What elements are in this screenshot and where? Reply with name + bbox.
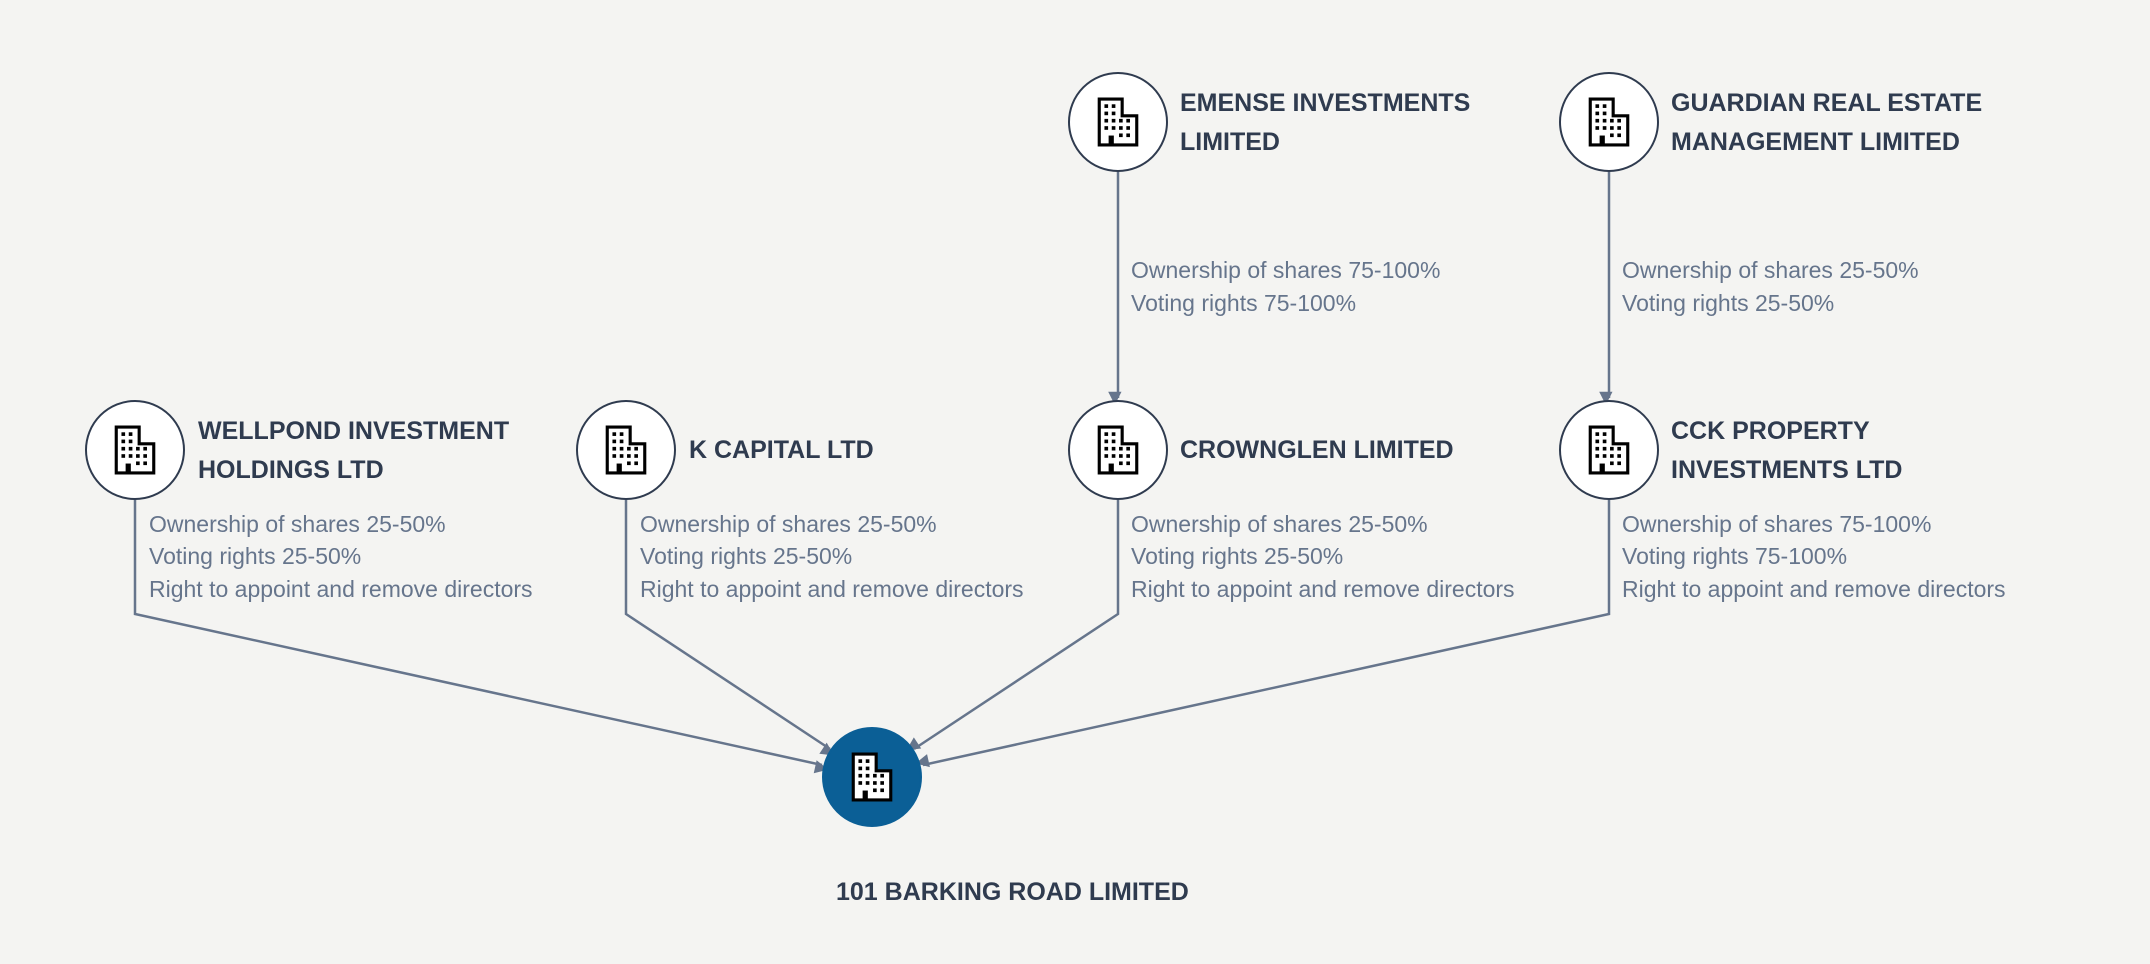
edge-kcapital-to-target — [624, 500, 835, 756]
entity-name-line: EMENSE INVESTMENTS — [1180, 89, 1470, 117]
edge-cck-to-target — [915, 500, 1611, 768]
entity-name: K CAPITAL LTD — [689, 436, 874, 464]
entity-name-line: HOLDINGS LTD — [198, 456, 384, 484]
relationship-line: Voting rights 25-50% — [1622, 290, 1834, 316]
target-entity-name: 101 BARKING ROAD LIMITED — [836, 878, 1189, 906]
node-crownglen[interactable]: CROWNGLEN LIMITED — [1068, 400, 1454, 500]
label-cck-to-target: Ownership of shares 75-100% Voting right… — [1622, 511, 2006, 602]
node-guardian[interactable]: GUARDIAN REAL ESTATE MANAGEMENT LIMITED — [1559, 72, 1989, 172]
entity-name-line: K CAPITAL LTD — [689, 436, 874, 464]
entity-name-line: 101 BARKING ROAD LIMITED — [836, 878, 1189, 906]
relationship-line: Ownership of shares 25-50% — [1131, 511, 1428, 537]
entity-name-line: WELLPOND INVESTMENT — [198, 417, 509, 445]
entity-name: CCK PROPERTY INVESTMENTS LTD — [1671, 417, 1902, 484]
relationship-line: Ownership of shares 75-100% — [1131, 257, 1440, 283]
entity-name-line: MANAGEMENT LIMITED — [1671, 128, 1960, 156]
relationship-line: Voting rights 25-50% — [1131, 543, 1343, 569]
entity-name-line: LIMITED — [1180, 128, 1280, 156]
relationship-line: Ownership of shares 75-100% — [1622, 511, 1931, 537]
relationship-line: Voting rights 75-100% — [1622, 543, 1847, 569]
relationship-line: Right to appoint and remove directors — [640, 576, 1024, 602]
entity-name: GUARDIAN REAL ESTATE MANAGEMENT LIMITED — [1671, 89, 1989, 156]
label-emense-to-crownglen: Ownership of shares 75-100% Voting right… — [1131, 257, 1447, 316]
node-wellpond[interactable]: WELLPOND INVESTMENT HOLDINGS LTD — [85, 400, 516, 500]
entity-name-line: INVESTMENTS LTD — [1671, 456, 1902, 484]
entity-name: WELLPOND INVESTMENT HOLDINGS LTD — [198, 417, 516, 484]
edge-labels: Ownership of shares 75-100% Voting right… — [149, 257, 2006, 602]
relationship-line: Right to appoint and remove directors — [1131, 576, 1515, 602]
relationship-line: Ownership of shares 25-50% — [149, 511, 446, 537]
node-kcapital[interactable]: K CAPITAL LTD — [576, 400, 874, 500]
relationship-line: Voting rights 75-100% — [1131, 290, 1356, 316]
relationship-line: Voting rights 25-50% — [640, 543, 852, 569]
edge-crownglen-to-target — [906, 500, 1120, 751]
relationship-line: Ownership of shares 25-50% — [1622, 257, 1919, 283]
entity-name: CROWNGLEN LIMITED — [1180, 436, 1454, 464]
node-cck[interactable]: CCK PROPERTY INVESTMENTS LTD — [1559, 400, 1902, 500]
label-wellpond-to-target: Ownership of shares 25-50% Voting rights… — [149, 511, 533, 602]
node-target[interactable]: 101 BARKING ROAD LIMITED — [822, 727, 1189, 906]
relationship-line: Ownership of shares 25-50% — [640, 511, 937, 537]
node-emense[interactable]: EMENSE INVESTMENTS LIMITED — [1068, 72, 1477, 172]
entity-name-line: GUARDIAN REAL ESTATE — [1671, 89, 1982, 117]
label-guardian-to-cck: Ownership of shares 25-50% Voting rights… — [1622, 257, 1925, 316]
edge-wellpond-to-target — [133, 500, 829, 774]
relationship-line: Right to appoint and remove directors — [149, 576, 533, 602]
relationship-line: Voting rights 25-50% — [149, 543, 361, 569]
entity-name-line: CCK PROPERTY — [1671, 417, 1870, 445]
label-crownglen-to-target: Ownership of shares 25-50% Voting rights… — [1131, 511, 1515, 602]
relationship-line: Right to appoint and remove directors — [1622, 576, 2006, 602]
edges — [133, 172, 1613, 774]
entity-name-line: CROWNGLEN LIMITED — [1180, 436, 1454, 464]
label-kcapital-to-target: Ownership of shares 25-50% Voting rights… — [640, 511, 1024, 602]
entity-name: EMENSE INVESTMENTS LIMITED — [1180, 89, 1477, 156]
